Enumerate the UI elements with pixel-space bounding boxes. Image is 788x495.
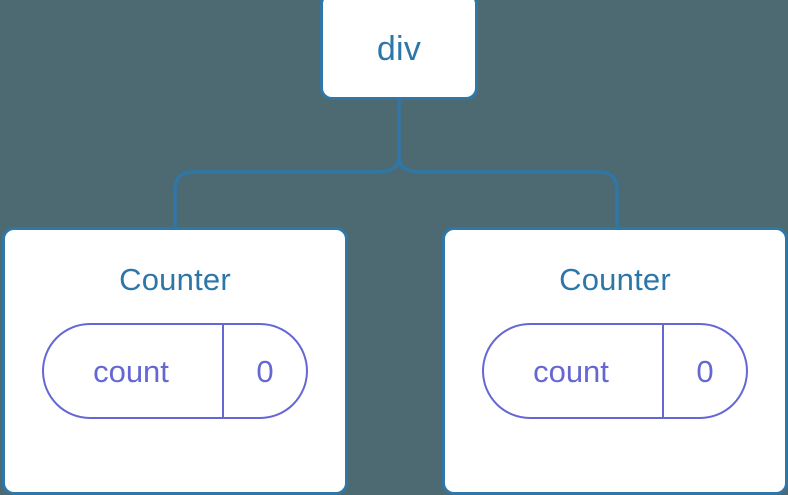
state-value-right: 0 <box>696 353 714 389</box>
node-div[interactable]: div <box>320 0 478 100</box>
state-pill-right[interactable]: count 0 <box>482 323 748 419</box>
state-pill-left[interactable]: count 0 <box>42 323 308 419</box>
state-key-left: count <box>93 353 169 389</box>
state-divider-right <box>662 325 664 417</box>
edge-to-left-counter <box>173 155 401 229</box>
state-value-left: 0 <box>256 353 274 389</box>
node-div-label: div <box>376 29 422 68</box>
state-divider-left <box>222 325 224 417</box>
node-counter-left[interactable]: Counter count 0 <box>2 227 348 495</box>
node-counter-right[interactable]: Counter count 0 <box>442 227 788 495</box>
edge-to-right-counter <box>397 155 619 229</box>
node-counter-left-label: Counter <box>119 262 231 297</box>
node-counter-right-label: Counter <box>559 262 671 297</box>
state-key-right: count <box>533 353 609 389</box>
